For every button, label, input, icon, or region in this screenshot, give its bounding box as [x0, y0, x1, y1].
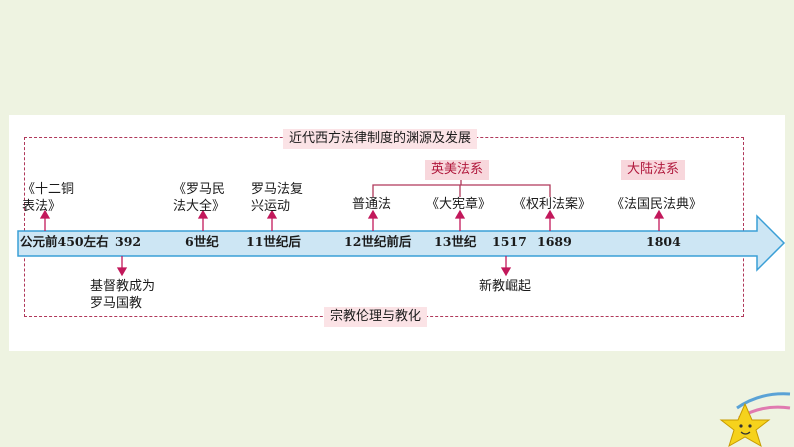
- event-common-law: 普通法: [352, 197, 392, 212]
- event-napoleonic-code: 《法国民法典》: [611, 197, 703, 212]
- event-christianity-2: 罗马国教: [90, 296, 143, 311]
- star-decoration: [719, 392, 791, 447]
- arrow-head-christianity: [116, 267, 128, 277]
- event-corpus-juris-2: 法大全》: [173, 199, 226, 214]
- arrow-head-common-law: [367, 209, 379, 219]
- bottom-title: 宗教伦理与教化: [324, 307, 428, 327]
- event-roman-revival-2: 兴运动: [251, 199, 291, 214]
- event-christianity-1: 基督教成为: [90, 279, 156, 294]
- axis-label-t6: 1517: [492, 234, 527, 249]
- timeline-arrow: [17, 214, 786, 272]
- arrow-head-twelve-tables: [39, 209, 51, 219]
- event-corpus-juris-1: 《罗马民: [173, 182, 226, 197]
- axis-label-t1: 392: [115, 234, 142, 249]
- event-bill-of-rights: 《权利法案》: [513, 197, 592, 212]
- arrow-head-bill-of-rights: [544, 209, 556, 219]
- arrow-head-corpus: [197, 209, 209, 219]
- axis-label-t4: 12世纪前后: [344, 234, 412, 249]
- arrow-head-magna-carta: [454, 209, 466, 219]
- axis-label-t8: 1804: [646, 234, 681, 249]
- common-law-label: 英美法系: [425, 160, 490, 180]
- axis-label-t0: 公元前450左右: [20, 234, 109, 249]
- top-title: 近代西方法律制度的渊源及发展: [283, 129, 478, 149]
- event-reformation: 新教崛起: [479, 279, 532, 294]
- event-roman-revival-1: 罗马法复: [251, 182, 304, 197]
- event-twelve-tables: 《十二铜表法》: [22, 182, 75, 214]
- axis-label-t3: 11世纪后: [246, 234, 301, 249]
- axis-label-t7: 1689: [537, 234, 572, 249]
- arrow-head-revival: [266, 209, 278, 219]
- axis-label-t2: 6世纪: [185, 234, 219, 249]
- arrow-head-napoleonic: [653, 209, 665, 219]
- axis-label-t5: 13世纪: [434, 234, 477, 249]
- civil-law-label: 大陆法系: [621, 160, 686, 180]
- arrow-head-reformation: [500, 267, 512, 277]
- event-magna-carta: 《大宪章》: [426, 197, 492, 212]
